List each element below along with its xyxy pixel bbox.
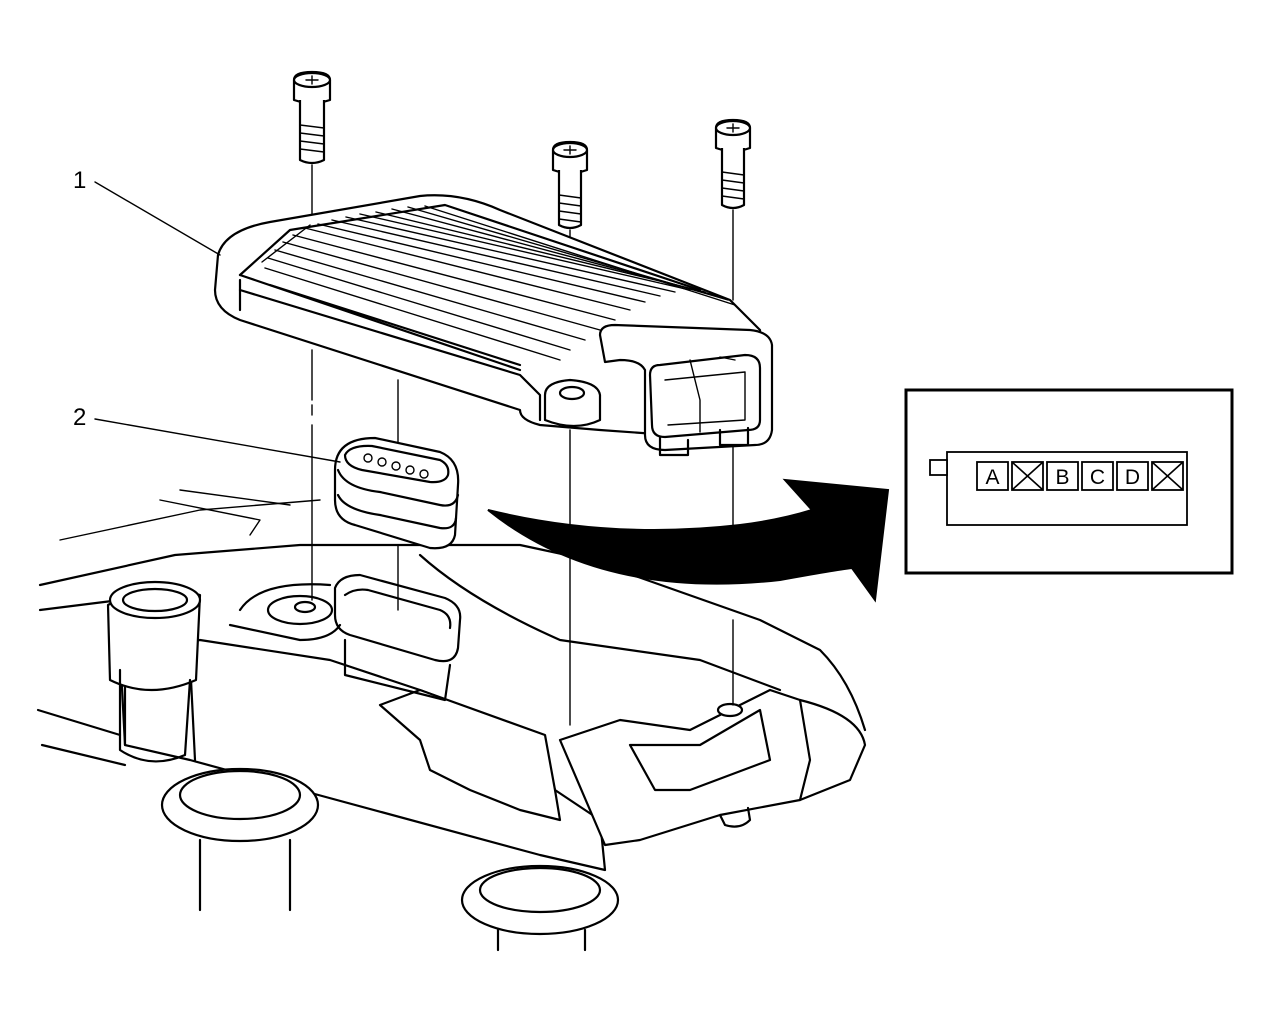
cavity-c: C: [1081, 461, 1114, 491]
view-arrow: [487, 478, 890, 603]
callout-1: 1: [73, 167, 221, 256]
cavity-label: A: [985, 466, 999, 489]
bolt-right: [714, 118, 752, 210]
bolt-center: [551, 140, 589, 230]
cavity-a: A: [976, 461, 1009, 491]
cavity-d: D: [1116, 461, 1149, 491]
cavity-b: B: [1046, 461, 1079, 491]
cavity-blocked: [1151, 461, 1184, 491]
cavity-label: B: [1055, 466, 1069, 489]
bolt-left: [292, 70, 332, 165]
callout-label-2: 2: [73, 404, 86, 431]
cavity-label: C: [1090, 466, 1105, 489]
cavity-blocked: [1011, 461, 1044, 491]
cavity-label: D: [1125, 466, 1140, 489]
control-module: [213, 194, 774, 457]
mounting-base: [36, 489, 867, 952]
callout-label-1: 1: [73, 167, 86, 194]
harness-connector: [333, 436, 460, 550]
callout-2: 2: [73, 404, 341, 463]
